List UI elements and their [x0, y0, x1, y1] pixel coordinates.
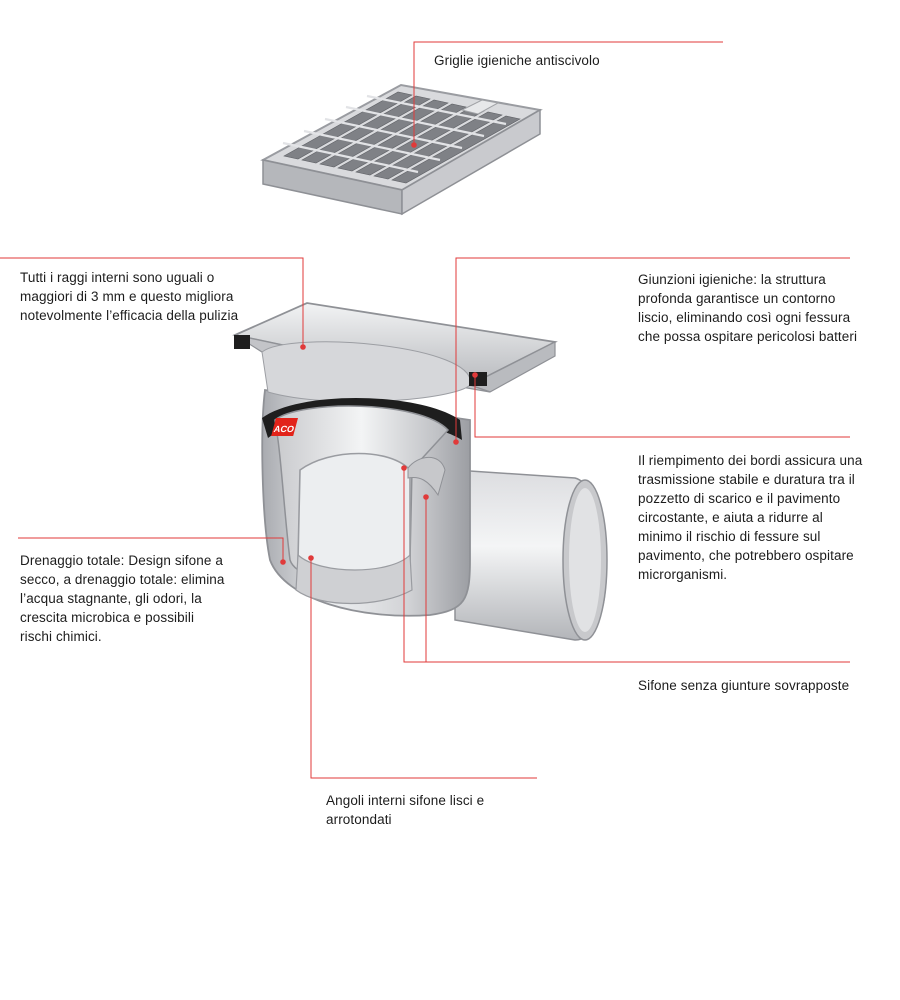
grating-plate: [460, 99, 500, 115]
label-siphon: Sifone senza giunture sovrapposte: [638, 678, 850, 693]
leader-radii: [0, 257, 304, 347]
siphon-insert: [297, 452, 411, 580]
label-radii: Tutti i raggi interni sono uguali o magg…: [20, 270, 239, 323]
leader-edges: [474, 375, 850, 438]
label-drain: Drenaggio totale: Design sifone a secco,…: [20, 553, 225, 644]
outlet-flap: [407, 456, 446, 497]
leader-lines: [0, 41, 850, 779]
leader-dots: [280, 142, 478, 565]
leader-grid: [413, 41, 723, 145]
frame-channel-right: [469, 372, 487, 386]
grating-side-edge: [401, 108, 541, 216]
label-joints: Giunzioni igieniche: la struttura profon…: [638, 272, 858, 344]
grating-slots: [283, 91, 521, 184]
label-edges: Il riempimento dei bordi assicura una tr…: [638, 453, 863, 582]
grating-crossbars: [282, 94, 507, 174]
leader-corners: [310, 558, 537, 779]
leader-siphon-a: [403, 468, 850, 663]
drain-body: ACO: [232, 302, 608, 641]
svg-text:ACO: ACO: [273, 424, 296, 434]
siphon-bottom: [295, 553, 413, 605]
frame-channel-left: [234, 335, 250, 349]
aco-logo: ACO: [271, 418, 298, 436]
label-corners: Angoli interni sifone lisci e arrotondat…: [326, 793, 485, 827]
grating: [260, 83, 543, 216]
leader-joints: [455, 257, 850, 442]
leader-drain: [18, 537, 284, 562]
label-grid: Griglie igieniche antiscivolo: [434, 53, 600, 68]
